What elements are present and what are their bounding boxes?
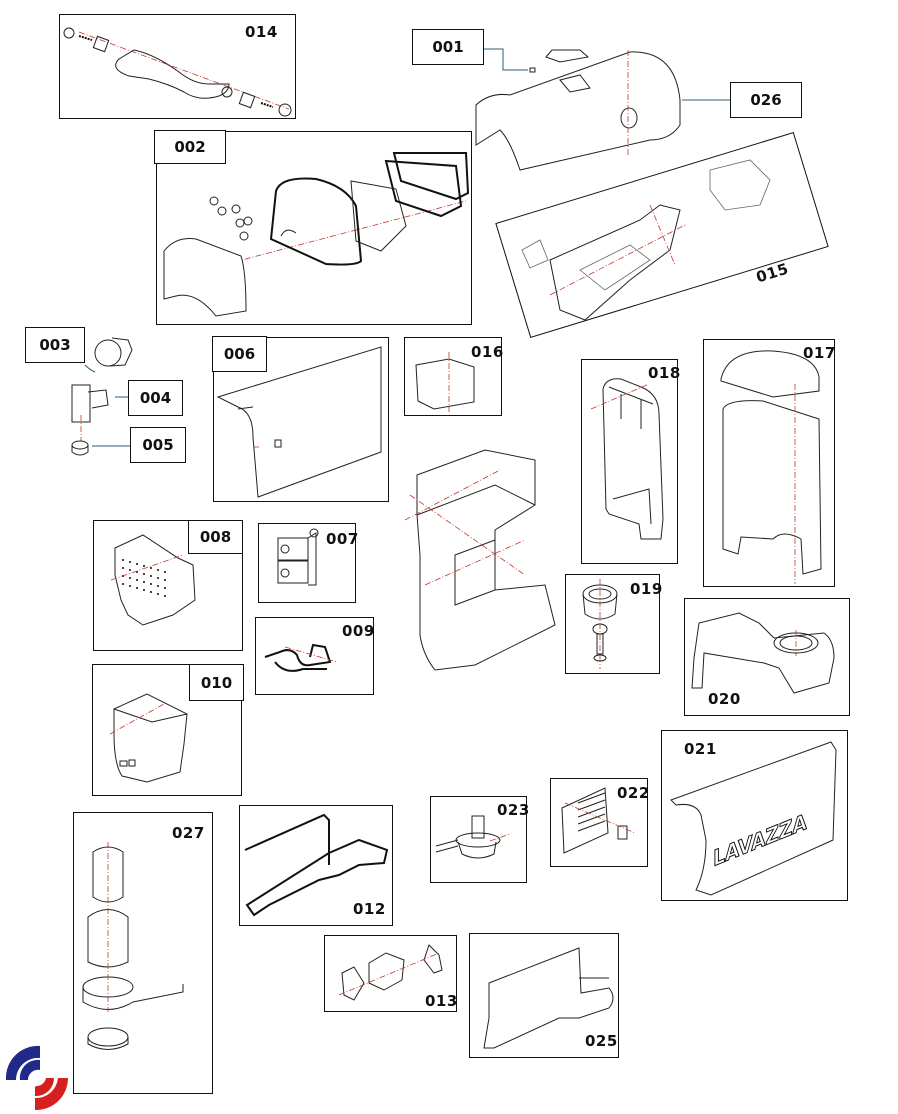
part-label-016: 016 [471,343,504,361]
part-label-008: 008 [188,520,243,554]
part-label-001: 001 [412,29,484,65]
part-label-019: 019 [630,580,663,598]
part-label-023: 023 [497,801,530,819]
part-box-007 [258,523,356,603]
part-label-004: 004 [128,380,183,416]
front-panel-drawing: LAVAZZA [670,741,837,896]
small-container-drawing [415,352,475,412]
part-label-003: 003 [25,327,85,363]
part-box-025 [469,933,619,1058]
part-label-020: 020 [708,690,741,708]
part-box-020 [684,598,850,716]
side-cover-drawing [483,947,614,1049]
water-tank-drawing [720,350,822,584]
part-label-007: 007 [326,530,359,548]
main-chassis-drawing [404,449,556,671]
motor-gear-drawing [82,842,184,1050]
valve-seal-drawing [582,579,618,669]
flowmeter-drawing [435,815,511,859]
pump-drawing [338,944,443,1001]
part-label-005: 005 [130,427,186,463]
capsule-container-drawing [109,693,188,783]
perforated-container-drawing [110,534,196,626]
part-label-025: 025 [585,1032,618,1050]
part-label-010: 010 [189,664,244,701]
leader-lines-top-cover [484,48,730,101]
control-panel-drawing [163,152,470,317]
bracket-clip-drawing [264,643,338,672]
part-label-009: 009 [342,622,375,640]
rear-frame-drawing [590,378,664,540]
part-label-012: 012 [353,900,386,918]
brand-logo-icon [5,1045,69,1111]
part-box-019 [565,574,660,674]
part-box-012 [239,805,393,926]
cup-support-drawing [691,612,835,694]
solenoid-valve-drawing [277,528,319,586]
lever-handle-drawing [63,27,292,117]
lavazza-logo-text: LAVAZZA [711,809,809,871]
part-label-022: 022 [617,784,650,802]
knob-valve-bushing-drawing [71,337,133,456]
part-box-016 [404,337,502,416]
part-box-014 [59,14,296,119]
part-box-017 [703,339,835,587]
base-frame-drawing [244,813,389,917]
part-label-006: 006 [212,336,267,372]
part-box-027 [73,812,213,1094]
part-label-026: 026 [730,82,802,118]
top-cover-drawing [475,49,681,171]
part-label-013: 013 [425,992,458,1010]
part-label-018: 018 [648,364,681,382]
electronic-board-drawing [561,787,636,854]
part-label-021: 021 [684,740,717,758]
part-box-021 [661,730,848,901]
side-panel-drawing [216,346,382,498]
brewing-unit-drawing [521,159,771,321]
part-box-009 [255,617,374,695]
part-label-027: 027 [172,824,205,842]
part-label-002: 002 [154,130,226,164]
part-label-014: 014 [245,23,278,41]
part-box-023 [430,796,527,883]
part-label-017: 017 [803,344,836,362]
